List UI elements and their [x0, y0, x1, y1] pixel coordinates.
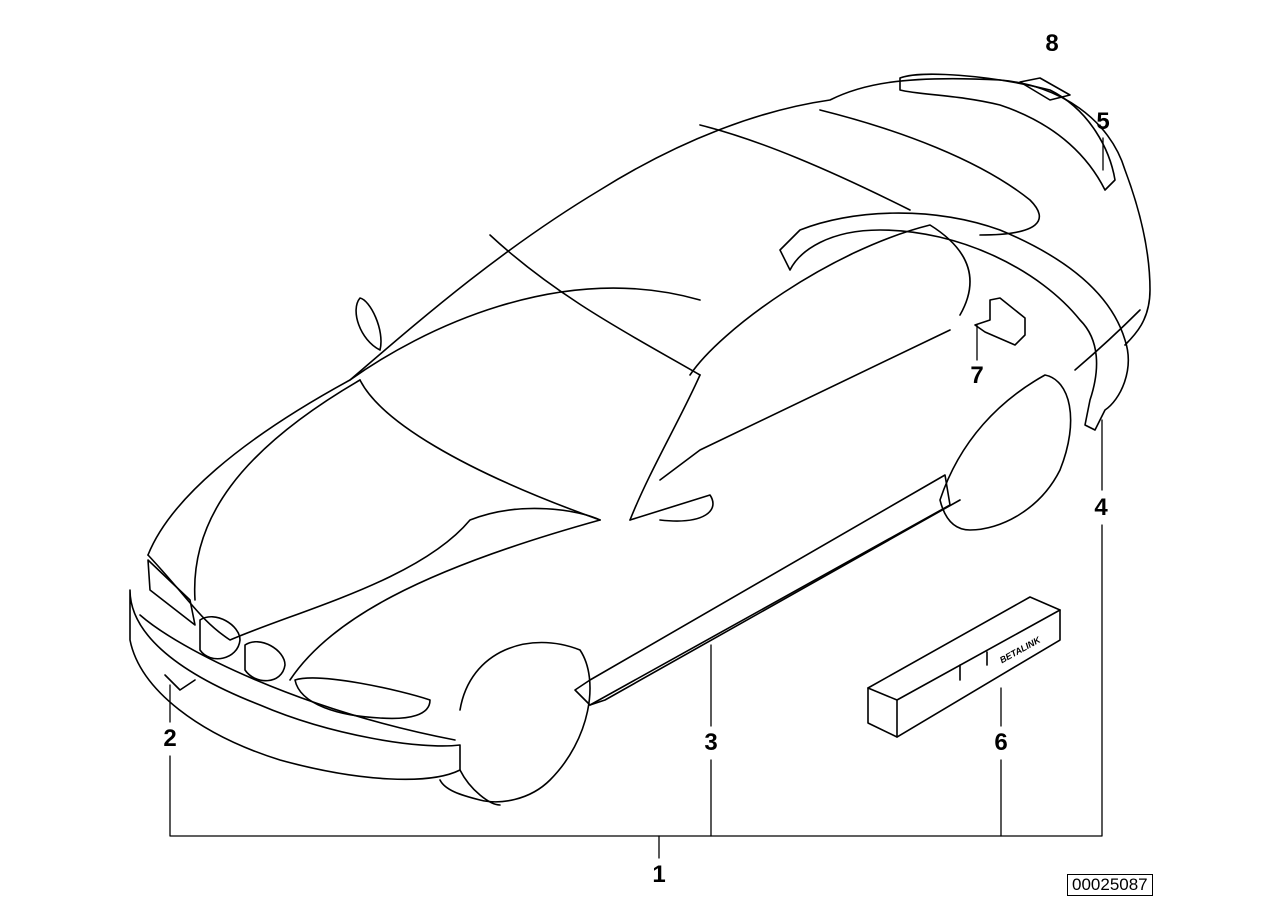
callout-4[interactable]: 4 — [1094, 494, 1108, 521]
callout-8[interactable]: 8 — [1045, 30, 1059, 57]
reference-number: 00025087 — [1067, 874, 1153, 896]
callout-6[interactable]: 6 — [994, 729, 1008, 756]
callout-1[interactable]: 1 — [652, 861, 666, 888]
car-body-outline — [129, 73, 1151, 806]
betalink-box — [867, 596, 1061, 738]
callout-5[interactable]: 5 — [1096, 108, 1110, 135]
leader-lines — [169, 137, 1104, 859]
callout-2[interactable]: 2 — [163, 725, 177, 752]
callout-7[interactable]: 7 — [970, 362, 984, 389]
callout-3[interactable]: 3 — [704, 729, 718, 756]
